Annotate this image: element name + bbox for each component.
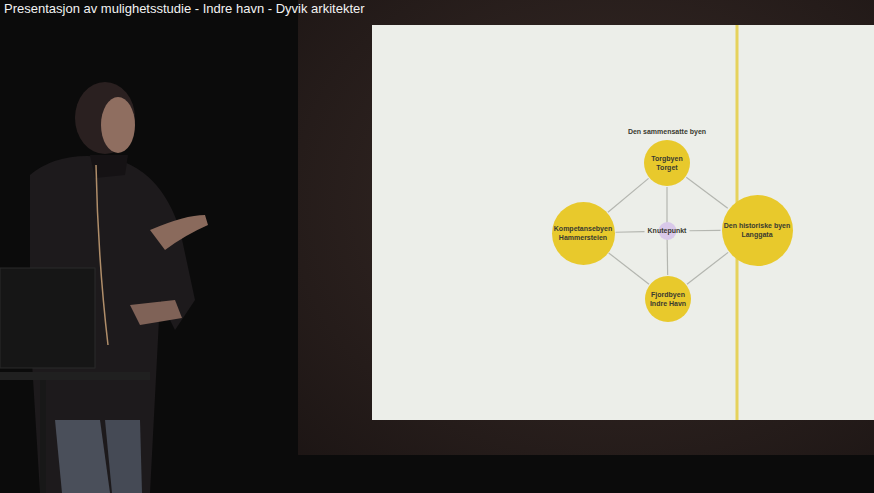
connector-line bbox=[666, 187, 667, 224]
hub-node: Knutepunkt bbox=[646, 225, 689, 237]
node-heading: Fjordbyen bbox=[651, 290, 685, 299]
district-circle: Den historiske byenLanggata bbox=[722, 195, 793, 266]
connector-line bbox=[690, 230, 721, 232]
node-heading: Torgbyen bbox=[651, 154, 682, 163]
node-heading: Den historiske byen bbox=[724, 221, 791, 230]
projection-screen bbox=[298, 0, 874, 455]
node-heading: Kompetansebyen bbox=[554, 224, 612, 233]
circle-outline bbox=[645, 276, 691, 322]
diagram-heading: Den sammensatte byen bbox=[628, 128, 706, 135]
circle-outline bbox=[722, 195, 793, 266]
node-place: Hammersteien bbox=[559, 233, 607, 242]
laptop-table bbox=[0, 268, 150, 493]
district-circle: TorgbyenTorget bbox=[644, 140, 690, 186]
node-place: Torget bbox=[656, 163, 677, 172]
district-circle: FjordbyenIndre Havn bbox=[645, 276, 691, 322]
connector-line bbox=[687, 252, 728, 284]
connector-line bbox=[609, 253, 649, 284]
slide bbox=[372, 25, 874, 420]
connector-line bbox=[608, 178, 649, 212]
connector-line bbox=[686, 177, 727, 208]
node-place: Indre Havn bbox=[650, 299, 686, 308]
connector-line bbox=[615, 231, 644, 233]
node-heading: Knutepunkt bbox=[648, 226, 687, 235]
circle-outline bbox=[644, 140, 690, 186]
circle-outline bbox=[552, 202, 615, 265]
district-circle: KompetansebyenHammersteien bbox=[552, 202, 615, 265]
video-title: Presentasjon av mulighetsstudie - Indre … bbox=[4, 1, 365, 16]
node-place: Langgata bbox=[741, 230, 772, 239]
connector-line bbox=[667, 238, 669, 275]
